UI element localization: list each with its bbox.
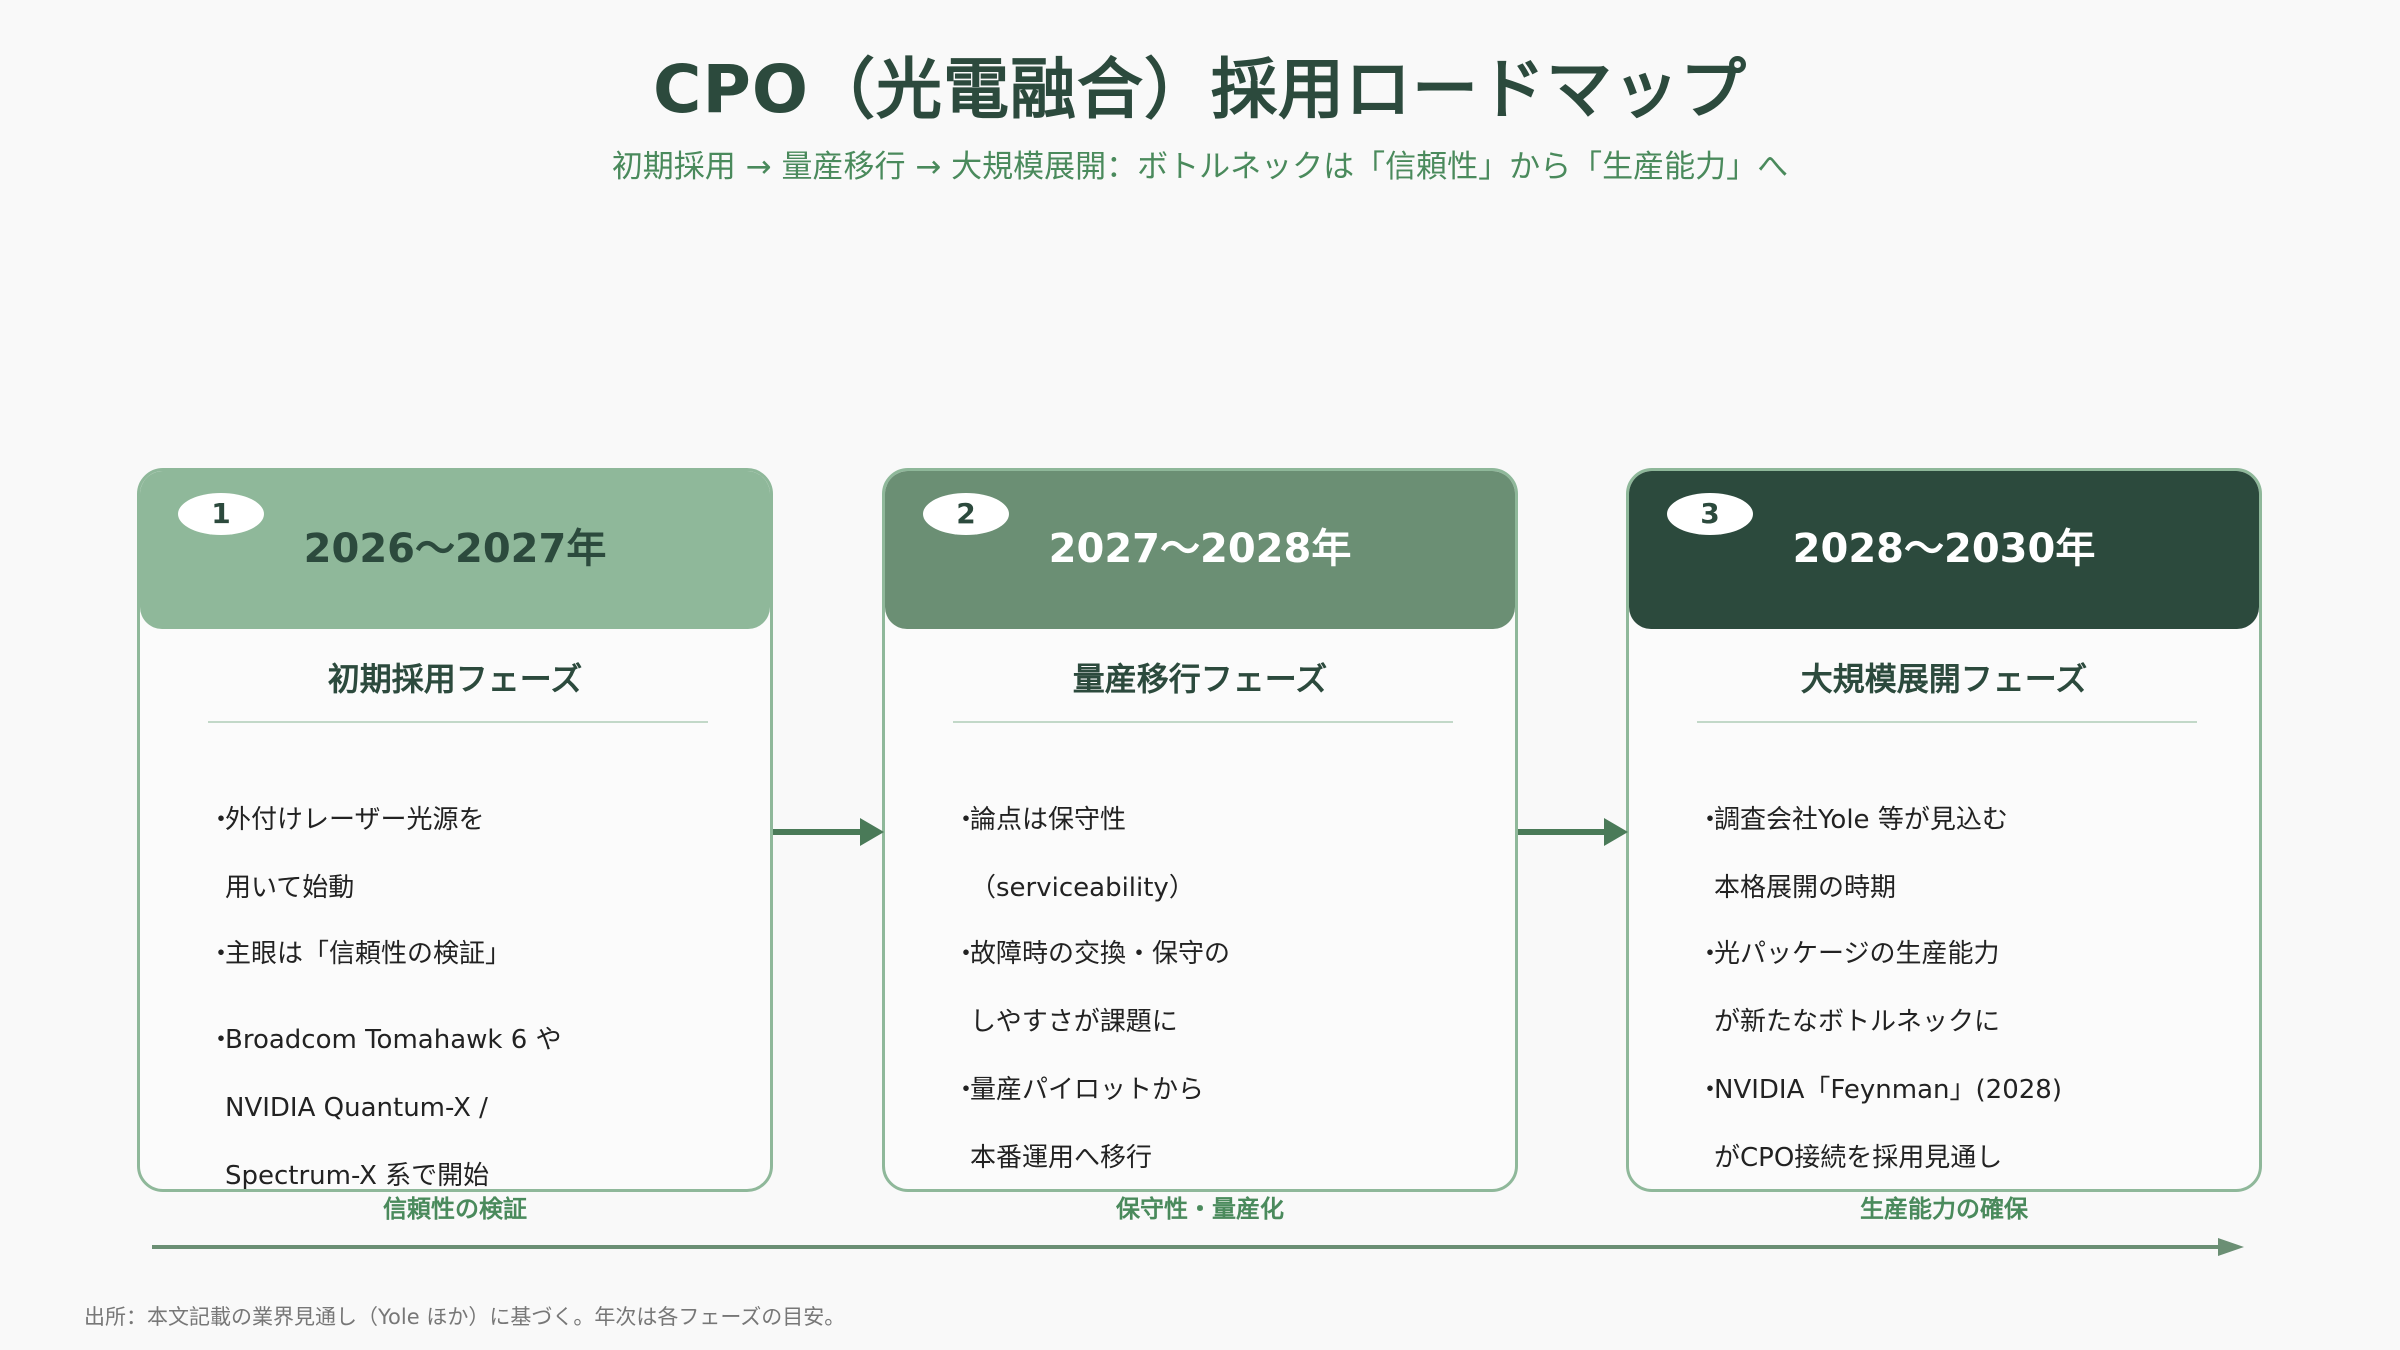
phase-card-2: 2 2027〜2028年 量産移行フェーズ ・論点は保守性 （serviceab… [882, 468, 1518, 1192]
phase-header-3: 3 2028〜2030年 [1629, 471, 2259, 629]
arrow-phase1-to-phase2 [773, 818, 884, 846]
bullet-item: ・Broadcom Tomahawk 6 や NVIDIA Quantum-X … [208, 1025, 562, 1191]
phase-number-badge: 3 [1667, 493, 1753, 535]
arrow-phase2-to-phase3 [1518, 818, 1628, 846]
phase-divider [208, 721, 708, 723]
phase-number-badge: 1 [178, 493, 264, 535]
phase-divider [1697, 721, 2197, 723]
phase-header-1: 1 2026〜2027年 [140, 471, 770, 629]
phase-number-badge: 2 [923, 493, 1009, 535]
bullet-item: ・調査会社Yole 等が見込む 本格展開の時期 [1697, 805, 2008, 903]
phase-years: 2027〜2028年 [1048, 526, 1352, 572]
bullet-item: ・主眼は「信頼性の検証」 [208, 939, 512, 969]
phase-name: 初期採用フェーズ [327, 660, 583, 698]
bullet-item: ・量産パイロットから 本番運用へ移行 [953, 1075, 1205, 1173]
phase-name: 量産移行フェーズ [1072, 660, 1328, 698]
phase-name: 大規模展開フェーズ [1800, 660, 2088, 698]
bullet-item: ・光パッケージの生産能力 が新たなボトルネックに [1697, 939, 2001, 1037]
page-subtitle: 初期採用 → 量産移行 → 大規模展開：ボトルネックは「信頼性」から「生産能力」… [611, 149, 1789, 185]
phase-card-1: 1 2026〜2027年 初期採用フェーズ ・外付けレーザー光源を 用いて始動 … [137, 468, 773, 1192]
bullet-item: ・外付けレーザー光源を 用いて始動 [208, 805, 485, 903]
phase-years: 2026〜2027年 [303, 526, 607, 572]
phase-card-3: 3 2028〜2030年 大規模展開フェーズ ・調査会社Yole 等が見込む 本… [1626, 468, 2262, 1192]
bullet-item: ・故障時の交換・保守の しやすさが課題に [953, 939, 1231, 1037]
phase-divider [953, 721, 1453, 723]
phase-years: 2028〜2030年 [1792, 526, 2096, 572]
phase-caption: 信頼性の検証 [383, 1195, 527, 1223]
phase-caption: 保守性・量産化 [1116, 1195, 1284, 1223]
source-note: 出所：本文記載の業界見通し（Yole ほか）に基づく。年次は各フェーズの目安。 [84, 1305, 846, 1329]
page-title: CPO（光電融合）採用ロードマップ [653, 51, 1747, 128]
phase-caption: 生産能力の確保 [1860, 1195, 2028, 1223]
timeline-arrow [152, 1238, 2244, 1256]
bullet-item: ・NVIDIA「Feynman」(2028) がCPO接続を採用見通し [1697, 1075, 2062, 1173]
bullet-item: ・論点は保守性 （serviceability） [953, 805, 1195, 903]
phase-header-2: 2 2027〜2028年 [885, 471, 1515, 629]
